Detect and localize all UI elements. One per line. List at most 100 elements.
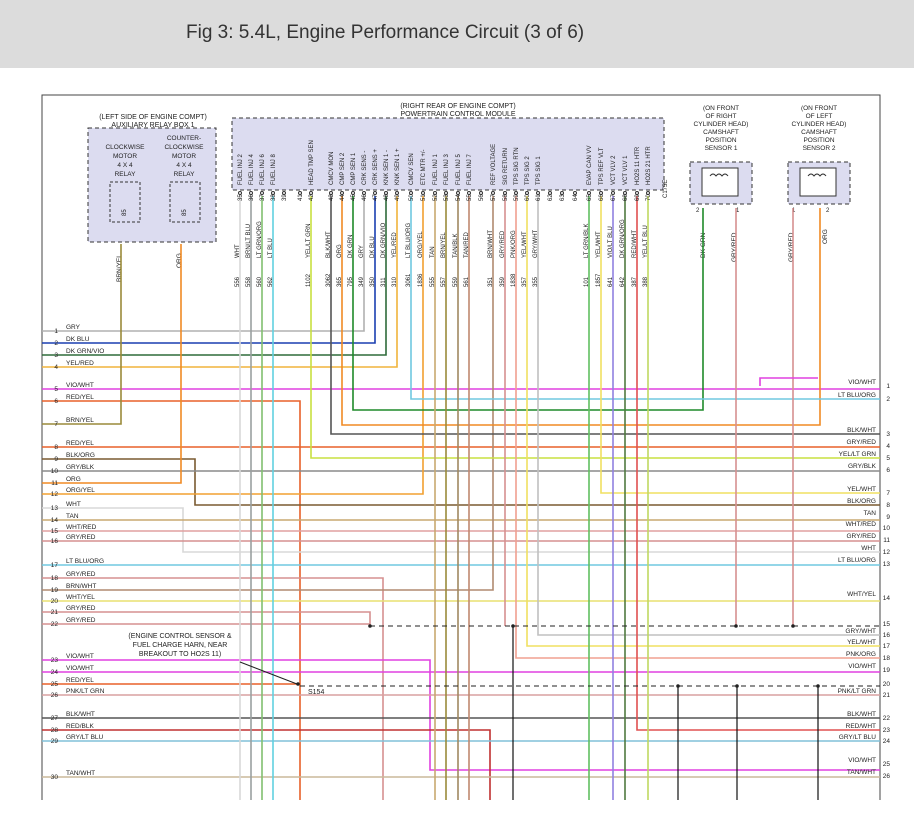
pcm-pin-wire-color: YEL/LT GRN — [306, 224, 312, 258]
pcm-pin-circuit: 359 — [500, 276, 506, 287]
pcm-pin-terminal — [298, 191, 302, 195]
pcm-pin-wire-color: BRN/WHT — [488, 230, 494, 258]
right-row-number: 18 — [883, 655, 891, 662]
cw-relay-pin: 85 — [122, 209, 128, 216]
pcm-pin-number: 46 — [362, 194, 368, 201]
pcm-pin-number: 54 — [456, 194, 462, 201]
right-row-label: GRY/BLK — [848, 463, 877, 470]
pcm-pin-wire-color: WHT — [235, 244, 241, 258]
pcm-pin-name: FUEL INJ 8 — [271, 154, 277, 185]
left-row-number: 20 — [51, 598, 59, 605]
pcm-pin-number: 47 — [373, 194, 379, 201]
pcm-pin-circuit: 795 — [348, 276, 354, 287]
pcm-pin-circuit: 561 — [464, 276, 470, 287]
left-row-number: 14 — [51, 517, 59, 524]
pcm-pin-name: VCT VLV 1 — [623, 155, 629, 185]
right-row-number: 11 — [883, 537, 890, 544]
left-row-label: TAN/WHT — [66, 770, 95, 777]
pcm-pin-circuit: 349 — [359, 276, 365, 287]
wire — [341, 196, 821, 426]
pcm-pin-terminal — [444, 191, 448, 195]
right-row-number: 22 — [883, 715, 891, 722]
pcm-pin-terminal — [525, 191, 529, 195]
pcm-pin-number: 64 — [573, 194, 579, 201]
pcm-pin-circuit: 351 — [488, 276, 494, 287]
wire — [42, 400, 301, 800]
pcm-pin-circuit: 560 — [257, 276, 263, 287]
wire — [42, 244, 122, 425]
left-row-label: BLK/ORG — [66, 452, 95, 459]
pcm-pin-name: CMP SEN 1 — [351, 152, 357, 185]
pcm-pin-terminal — [373, 191, 377, 195]
right-row-number: 17 — [883, 643, 891, 650]
left-row-number: 22 — [51, 621, 59, 628]
s2-caption-line: POSITION — [803, 137, 834, 144]
pcm-pin-terminal — [282, 191, 286, 195]
pcm-pin-name: KNK SEN 1 - — [384, 150, 390, 185]
left-row-label: BLK/WHT — [66, 711, 95, 718]
wire — [636, 196, 880, 731]
left-row-label: RED/YEL — [66, 394, 94, 401]
sensor-2-icon — [799, 167, 837, 197]
pcm-pin-number: 51 — [421, 194, 427, 201]
ccw-text-line: MOTOR — [172, 153, 196, 160]
left-row-label: TAN — [66, 513, 79, 520]
ccw-text-line: 4 X 4 — [176, 162, 192, 169]
pcm-pin-number: 62 — [548, 194, 554, 201]
harness-note: (ENGINE CONTROL SENSOR &FUEL CHARGE HARN… — [128, 633, 232, 658]
pcm-pin-wire-color: PNK/ORG — [511, 230, 517, 258]
pcm-pin-wire-color: GRY — [359, 245, 365, 258]
pcm-pin-terminal — [238, 191, 242, 195]
pcm-pin-number: 63 — [560, 194, 566, 201]
pcm-pin-number: 48 — [384, 194, 390, 201]
pcm-pin-number: 56 — [479, 194, 485, 201]
left-row-number: 28 — [51, 727, 59, 734]
pcm-pin-terminal — [536, 191, 540, 195]
pcm-pin-number: 39 — [282, 194, 288, 201]
pcm-pin-terminal — [635, 191, 639, 195]
right-row-label: BLK/WHT — [847, 711, 876, 718]
left-row-label: RED/YEL — [66, 677, 94, 684]
pcm-pin-name: REF VOLTAGE — [491, 144, 497, 185]
pcm-pin-name: FUEL INJ 5 — [456, 154, 462, 185]
pcm-pin-terminal — [573, 191, 577, 195]
left-row-number: 15 — [51, 528, 59, 535]
pcm-pin-terminal — [646, 191, 650, 195]
wire — [410, 196, 880, 400]
pcm-pin-name: TPS SIG 2 — [525, 156, 531, 185]
ccw-text-line: CLOCKWISE — [164, 144, 204, 151]
pcm-pin-wire-color: VIO/LT BLU — [608, 226, 614, 258]
right-row-label: YEL/WHT — [847, 639, 876, 646]
left-row-number: 29 — [51, 738, 59, 745]
left-row-number: 11 — [51, 480, 58, 487]
right-row-label: TAN/WHT — [847, 769, 876, 776]
right-row-number: 1 — [886, 383, 890, 390]
pcm-pin-name: CMP SEN 2 — [340, 152, 346, 185]
pcm-pin-number: 35 — [238, 194, 244, 201]
left-row-label: RED/BLK — [66, 723, 94, 730]
pcm-caption-1: (RIGHT REAR OF ENGINE COMPT) — [400, 103, 515, 110]
cw-text-line: RELAY — [115, 171, 136, 178]
pcm-pin-circuit: 555 — [430, 276, 436, 287]
pcm-pin-number: 61 — [536, 194, 542, 201]
pcm-pin-terminal — [260, 191, 264, 195]
pcm-pin-terminal — [409, 191, 413, 195]
pcm-pin-number: 68 — [623, 194, 629, 201]
pcm-pin-wire-color: DK GRN — [348, 235, 354, 258]
right-row-number: 6 — [886, 467, 890, 474]
s1-caption-line: (ON FRONT — [703, 105, 739, 112]
pcm-pin-terminal — [587, 191, 591, 195]
pcm-pin-terminal — [271, 191, 275, 195]
left-row-label: GRY/BLK — [66, 464, 95, 471]
right-row-label: GRY/RED — [847, 533, 877, 540]
left-row-label: GRY/RED — [66, 617, 96, 624]
cw-text-line: MOTOR — [113, 153, 137, 160]
pcm-pin-wire-color: DK BLU — [370, 236, 376, 258]
left-row-number: 19 — [51, 587, 59, 594]
pcm-pin-wire-color: TAN — [430, 246, 436, 258]
pcm-pin-circuit: 1836 — [418, 273, 424, 287]
note-line: (ENGINE CONTROL SENSOR & — [128, 633, 232, 640]
left-row-label: BRN/WHT — [66, 583, 96, 590]
